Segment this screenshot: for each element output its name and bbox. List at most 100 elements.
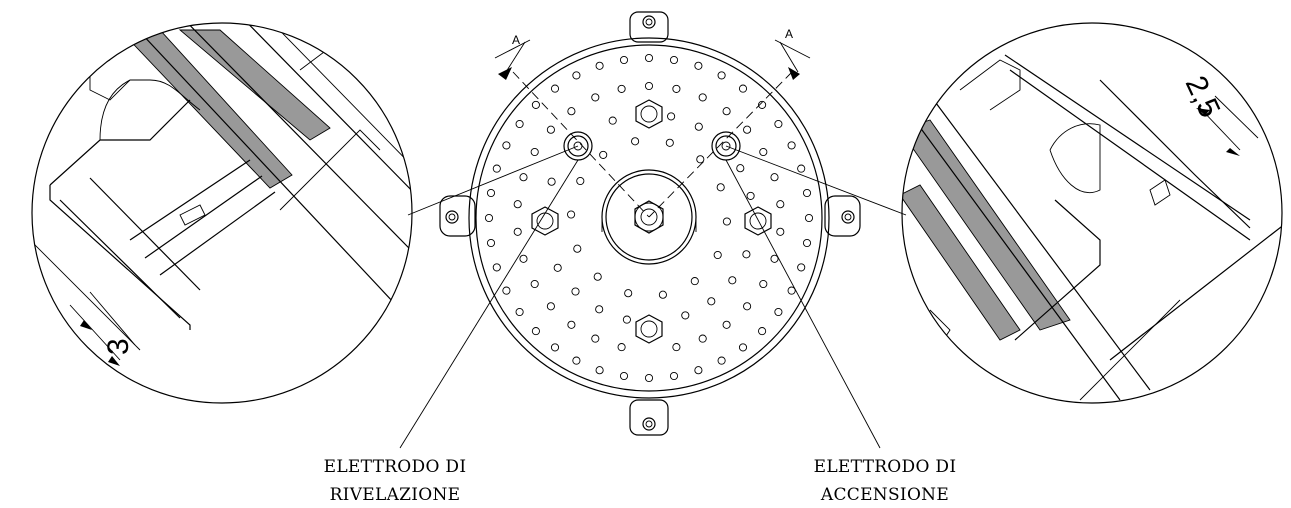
perforation-hole <box>617 343 626 352</box>
perforation-hole <box>804 213 814 223</box>
burner-inner-rim <box>475 44 823 392</box>
section-marker-left: A <box>494 33 531 80</box>
mounting-lug-left <box>439 195 476 237</box>
perforation-hole <box>669 371 679 381</box>
perforation-hole <box>515 119 524 129</box>
perforation-hole <box>622 315 631 324</box>
perforation-hole <box>593 272 602 281</box>
perforation-hole <box>696 155 705 164</box>
perforation-hole <box>567 210 576 219</box>
perforation-hole <box>672 343 681 352</box>
perforation-hole <box>502 286 511 295</box>
perforation-hole <box>531 327 540 336</box>
perforation-hole <box>722 217 731 226</box>
perforation-hole <box>713 250 722 260</box>
mounting-lug-right <box>824 195 861 237</box>
perforation-hole <box>567 107 576 116</box>
burner-head <box>439 11 861 436</box>
perforation-hole <box>758 327 767 336</box>
perforation-hole <box>486 238 496 248</box>
perforation-hole <box>595 305 604 314</box>
perforation-hole <box>567 320 576 329</box>
perforation-hole <box>644 81 654 91</box>
left-detail-leader <box>407 145 579 216</box>
hex-nut-left <box>531 206 559 236</box>
perforation-hole <box>787 286 796 295</box>
perforation-hole <box>669 55 679 65</box>
perforation-hole <box>631 137 640 146</box>
detection-electrode-label-line2: RIVELAZIONE <box>330 485 461 505</box>
perforation-hole <box>759 147 768 157</box>
perforation-hole <box>658 290 667 299</box>
perforation-hole <box>694 366 703 375</box>
section-line-right <box>648 71 793 218</box>
perforation-hole <box>728 276 737 285</box>
section-marker-right: A <box>774 27 811 80</box>
perforation-hole <box>758 100 767 109</box>
perforation-hole <box>717 71 726 80</box>
right-detail-circle <box>901 22 1283 404</box>
svg-text:A: A <box>512 33 520 47</box>
perforation-hole <box>672 84 681 93</box>
left-detail-circle <box>31 22 413 404</box>
perforation-hole <box>492 263 501 272</box>
perforation-hole <box>694 122 703 131</box>
perforation-hole <box>644 373 654 383</box>
perforation-hole <box>717 356 726 365</box>
right-gap-dimension: 2,5 <box>1179 71 1227 123</box>
perforation-hole <box>571 287 580 296</box>
left-gasket-strip <box>118 29 293 189</box>
ignition-electrode-label-line2: ACCENSIONE <box>820 485 949 505</box>
perforation-hole <box>736 164 745 173</box>
perforation-hole <box>513 200 522 209</box>
perforation-hole <box>802 188 812 198</box>
perforation-hole <box>531 100 540 109</box>
hex-nut-bottom <box>635 314 663 344</box>
perforation-hole <box>667 112 676 121</box>
burner-perforations <box>484 53 814 383</box>
perforation-hole <box>572 71 581 80</box>
left-gap-dimension: 3 <box>102 338 135 355</box>
perforation-hole <box>591 334 600 343</box>
perforation-hole <box>797 164 806 173</box>
perforation-hole <box>546 302 555 311</box>
perforation-hole <box>530 279 539 289</box>
mounting-lug-top <box>629 11 669 43</box>
burner-outer-rim <box>468 37 830 399</box>
perforation-hole <box>776 200 785 209</box>
perforation-hole <box>802 238 812 248</box>
perforation-hole <box>484 213 494 223</box>
perforation-hole <box>550 343 560 352</box>
perforation-hole <box>608 116 617 125</box>
perforation-hole <box>553 263 562 272</box>
svg-text:A: A <box>785 27 793 41</box>
perforation-hole <box>617 84 626 93</box>
perforation-hole <box>770 254 779 263</box>
perforation-hole <box>681 311 690 320</box>
ignition-electrode-label-line1: ELETTRODO DI <box>814 457 957 477</box>
perforation-hole <box>665 138 674 147</box>
perforation-hole <box>774 307 783 317</box>
detection-electrode-label-line1: ELETTRODO DI <box>324 457 467 477</box>
perforation-hole <box>519 173 528 182</box>
left-detail-view: 3 <box>31 22 413 404</box>
perforation-hole <box>770 173 779 182</box>
perforation-hole <box>743 125 752 134</box>
mounting-lug-bottom <box>629 399 669 436</box>
perforation-hole <box>486 188 496 198</box>
detection-label-leader <box>399 159 579 449</box>
perforation-hole <box>624 289 633 298</box>
perforation-hole <box>722 107 731 116</box>
perforation-hole <box>547 177 556 186</box>
perforation-hole <box>572 356 581 365</box>
perforation-hole <box>787 141 796 150</box>
perforation-hole <box>513 227 522 236</box>
hex-nut-right <box>744 206 772 236</box>
perforation-hole <box>716 183 725 192</box>
section-line-left <box>512 71 650 218</box>
central-hub <box>601 169 697 265</box>
detection-electrode <box>563 131 593 161</box>
perforation-hole <box>599 150 608 159</box>
perforation-hole <box>619 55 629 65</box>
